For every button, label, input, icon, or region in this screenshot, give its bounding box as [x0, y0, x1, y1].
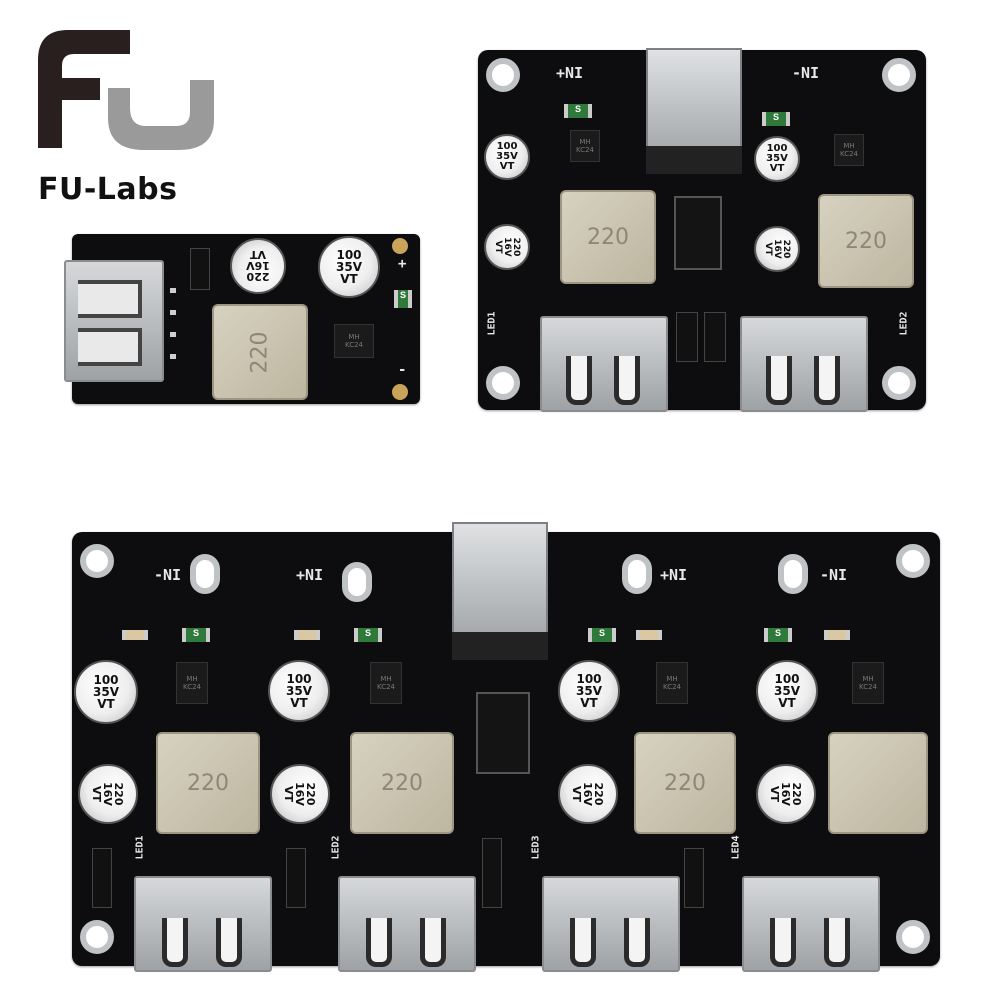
mount-hole [896, 920, 930, 954]
led-label: LED1 [486, 311, 498, 336]
led-label: LED4 [730, 835, 742, 860]
minus-label: - [398, 362, 407, 378]
led-label: LED2 [330, 835, 342, 860]
mount-hole [342, 562, 372, 602]
capacitor-100uf: 100 35V VT [318, 236, 380, 298]
inductor: 220 [156, 732, 260, 834]
mount-hole [882, 366, 916, 400]
mount-hole [392, 238, 408, 254]
inductor: 220 [560, 190, 656, 284]
inductor: 220 [818, 194, 914, 288]
capacitor-100uf: 100 35V VT [484, 134, 530, 180]
inductor: 220 [634, 732, 736, 834]
mount-hole [778, 554, 808, 594]
inductor [828, 732, 928, 834]
brand-name: FU-Labs [38, 172, 178, 207]
usb-a-port [64, 260, 164, 382]
mount-hole [190, 554, 220, 594]
input-plus-label: +NI [556, 64, 584, 82]
usb-a-port [542, 876, 680, 972]
input-minus-label: -NI [792, 64, 820, 82]
plus-label: + [398, 256, 407, 272]
usb-a-port [540, 316, 668, 412]
input-label: -NI [154, 566, 182, 584]
s-component: S [394, 290, 412, 308]
usb-c-port [646, 48, 742, 152]
inductor: 220 [212, 304, 308, 400]
mount-hole [896, 544, 930, 578]
fu-logo-mark-icon [38, 30, 214, 150]
led-label: LED1 [134, 835, 146, 860]
usb-c-port [452, 522, 548, 636]
input-label: +NI [660, 566, 688, 584]
mount-hole [392, 384, 408, 400]
mosfet [674, 196, 722, 270]
usb-a-port [338, 876, 476, 972]
mount-hole [486, 58, 520, 92]
input-label: +NI [296, 566, 324, 584]
input-label: -NI [820, 566, 848, 584]
led-label: LED3 [530, 835, 542, 860]
usb-a-port [134, 876, 272, 972]
mount-hole [882, 58, 916, 92]
mount-hole [80, 920, 114, 954]
led-label: LED2 [898, 311, 910, 336]
usb-a-port [742, 876, 880, 972]
inductor: 220 [350, 732, 454, 834]
capacitor-220uf: 220 16V VT [484, 224, 530, 270]
mosfet [476, 692, 530, 774]
capacitor-220uf: 220 16V VT [754, 226, 800, 272]
usb-a-port [740, 316, 868, 412]
capacitor-100uf: 100 35V VT [754, 136, 800, 182]
capacitor-220uf: 220 16V VT [230, 238, 286, 294]
mount-hole [80, 544, 114, 578]
mount-hole [622, 554, 652, 594]
mount-hole [486, 366, 520, 400]
